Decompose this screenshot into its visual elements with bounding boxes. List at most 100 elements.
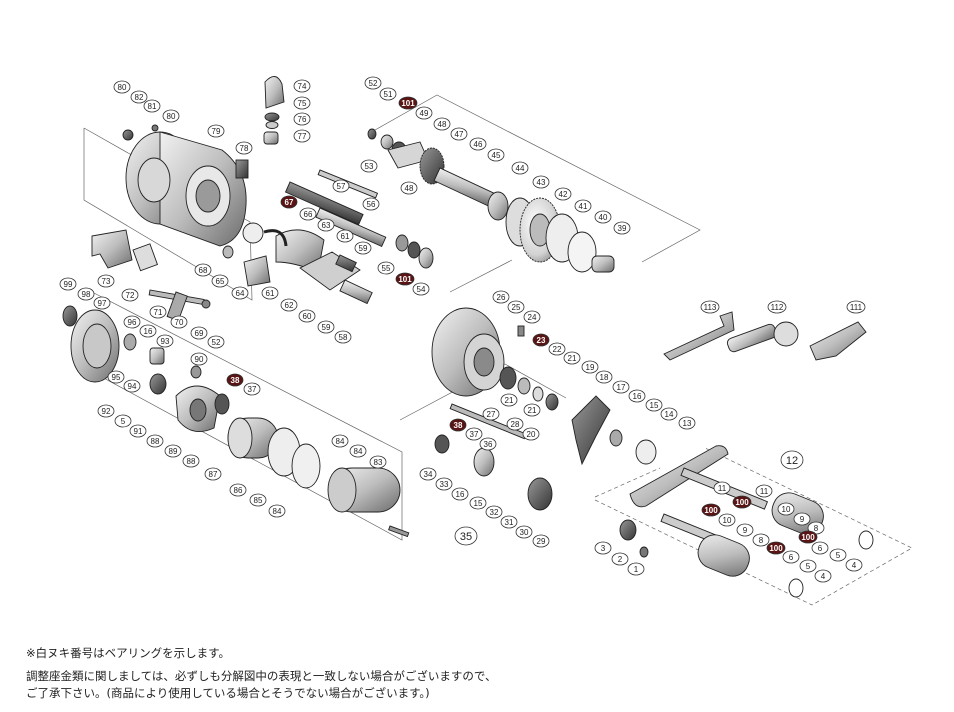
part-label-67: 67 [280,195,298,209]
part-label-text: 54 [417,285,426,294]
clicker-parts [263,76,285,145]
part-label-54: 54 [412,282,430,296]
part-label-77: 77 [293,129,311,143]
part-label-text: 68 [199,266,208,275]
part-label-text: 93 [161,337,170,346]
part-label-text: 8 [814,524,819,533]
part-label-text: 19 [586,363,595,372]
part-label-text: 86 [234,486,243,495]
part-label-text: 100 [801,533,815,542]
part-label-16: 16 [139,324,157,338]
part-label-111: 111 [846,300,866,314]
part-label-99: 99 [59,277,77,291]
part-label-text: 10 [723,516,732,525]
part-label-text: 9 [800,515,805,524]
part-label-text: 16 [144,327,153,336]
part-66 [242,222,264,244]
part-label-text: 33 [440,480,449,489]
part-label-78: 78 [235,141,253,155]
part-label-text: 94 [128,382,137,391]
part-label-text: 37 [470,430,479,439]
right-side-plate-assembly [431,307,657,511]
handle-knob-lower [697,534,750,577]
part-label-90: 90 [190,352,208,366]
part-label-96: 96 [123,315,141,329]
part-54 [418,247,434,269]
part-19 [545,393,559,411]
part-label-65: 65 [211,274,229,288]
part-13 [635,439,657,465]
part-38-left [214,393,230,415]
part-label-text: 5 [121,417,126,426]
part-label-101: 101 [395,272,415,286]
part-label-text: 84 [273,507,282,516]
part-label-text: 87 [209,470,218,479]
part-label-100: 100 [766,541,786,555]
part-label-37: 37 [243,382,261,396]
part-label-4: 4 [845,558,863,572]
part-label-text: 76 [298,115,307,124]
part-label-10: 10 [718,513,736,527]
part-label-56: 56 [362,197,380,211]
part-label-68: 68 [194,263,212,277]
part-label-97: 97 [93,296,111,310]
exploded-parts-diagram: 8082818079787475767752511014948474645444… [59,76,913,606]
part-label-text: 16 [633,392,642,401]
part-label-113: 113 [700,300,720,314]
part-101-mid [407,241,421,259]
part-label-text: 9 [743,526,748,535]
part-label-88: 88 [182,454,200,468]
part-label-text: 29 [537,537,546,546]
part-12 [629,445,729,508]
part-17 [571,395,611,466]
part-78 [235,159,249,179]
part-label-11: 11 [713,481,731,495]
part-label-74: 74 [293,79,311,93]
part-label-text: 97 [98,299,107,308]
part-label-text: 11 [760,487,769,496]
part-36 [473,447,495,477]
part-55 [395,234,409,252]
part-72 [132,243,159,272]
part-label-88: 88 [146,434,164,448]
part-label-79: 79 [207,124,225,138]
part-label-text: 65 [216,277,225,286]
part-label-text: 85 [254,496,263,505]
part-label-18: 18 [595,370,613,384]
part-label-87: 87 [204,467,222,481]
part-label-95: 95 [107,370,125,384]
part-label-60: 60 [298,309,316,323]
part-label-text: 84 [354,447,363,456]
part-label-44: 44 [511,161,529,175]
part-93 [149,347,165,365]
bearing-note: ※白ヌキ番号はベアリングを示します。 [26,646,230,660]
part-label-93: 93 [156,334,174,348]
spool-shaft [388,525,410,538]
part-label-5: 5 [799,559,817,573]
part-label-52: 52 [364,76,382,90]
part-label-76: 76 [293,112,311,126]
part-label-text: 74 [298,82,307,91]
part-label-text: 69 [195,329,204,338]
part-label-text: 35 [460,531,472,543]
part-label-29: 29 [532,534,550,548]
part-label-9: 9 [736,523,754,537]
part-label-30: 30 [515,525,533,539]
part-94 [149,373,167,395]
part-label-text: 80 [118,83,127,92]
part-77 [263,131,279,145]
part-label-82: 82 [130,90,148,104]
part-label-text: 38 [454,421,463,430]
part-23 [499,366,517,390]
part-label-text: 10 [782,505,791,514]
part-label-text: 75 [298,99,307,108]
part-73 [91,229,133,269]
part-label-2: 2 [611,552,629,566]
part-label-63: 63 [317,218,335,232]
part-label-59: 59 [354,241,372,255]
frame-assembly [122,124,249,247]
part-label-1: 1 [627,562,645,576]
part-label-text: 53 [365,162,374,171]
part-label-25: 25 [507,300,525,314]
part-label-35: 35 [454,526,478,546]
